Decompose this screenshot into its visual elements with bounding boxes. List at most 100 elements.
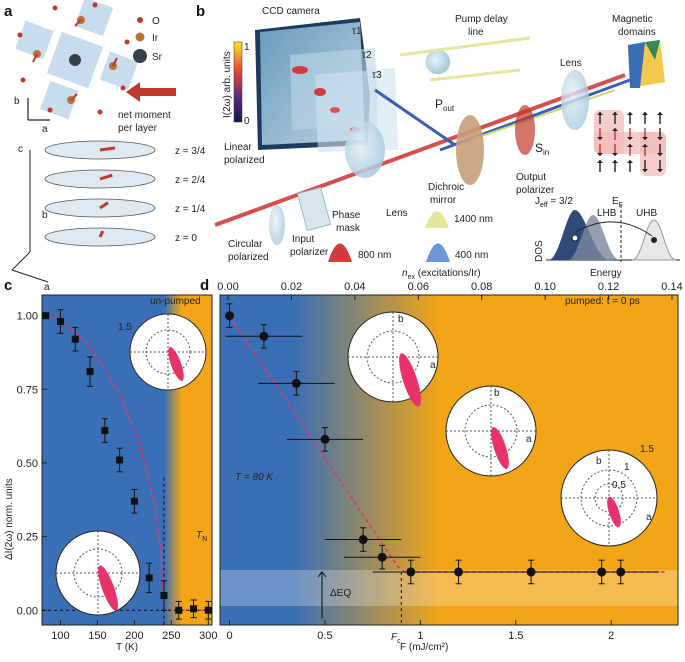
panel-d-deq-band: [220, 570, 678, 606]
data-point: [377, 552, 387, 562]
data-point: [42, 312, 50, 320]
panel-d-label: d: [200, 277, 209, 294]
y-tick-label: 0.75: [17, 384, 38, 396]
lhb-label: LHB: [597, 208, 617, 219]
dos-diagram: DOS Energy Jeff = 3/2 LHB EF UHB: [534, 196, 680, 279]
spin-arrow-head: [597, 153, 603, 156]
output-polarizer-line2: polarizer: [516, 185, 555, 196]
atom-legend: O Ir Sr: [133, 16, 163, 63]
spin-arrow-head: [642, 137, 648, 140]
panel-d-polar-1: b a: [347, 311, 439, 407]
x-tick-label: 300: [199, 630, 217, 642]
spin-arrow-head: [627, 160, 633, 163]
peak-800-icon: [328, 243, 352, 262]
polar-d1-a: a: [430, 360, 436, 371]
dichroic-line2: mirror: [430, 195, 457, 206]
data-point: [406, 567, 416, 577]
optical-beams: [214, 70, 631, 245]
colorbar-min: 0: [244, 116, 250, 127]
top-x-tick-label: 0.10: [534, 281, 555, 293]
deq-arrow-head: [317, 571, 327, 578]
p-out-label: Pout: [435, 97, 455, 113]
phase-mask-line1: Phase: [332, 210, 361, 221]
data-point: [160, 592, 168, 600]
panel-c-ylabel: ΔI(2ω) norm. units: [4, 478, 15, 560]
legend-ir-marker: [135, 32, 145, 42]
peak-1400-icon: [425, 211, 449, 228]
data-point: [86, 368, 94, 376]
legend-o-marker: [137, 17, 143, 23]
uhb-label: UHB: [636, 208, 657, 219]
panel-d-temp-label: T = 80 K: [235, 472, 274, 483]
linear-polarized-line2: polarized: [224, 155, 265, 166]
data-point: [190, 605, 198, 613]
spin-arrow-head: [657, 137, 663, 140]
net-moment-line2: per layer: [118, 123, 158, 134]
input-polarizer-line2: polarizer: [290, 247, 329, 258]
data-point: [175, 606, 183, 614]
layer-label-2: z = 2/4: [175, 175, 206, 186]
polar-d3-r05: 0.5: [612, 480, 626, 491]
spin-arrow-head: [597, 137, 603, 140]
panel-d-fc-label: Fc: [391, 632, 401, 645]
spin-grid: [594, 110, 666, 176]
x-tick-label: 200: [125, 630, 143, 642]
y-tick-label: 1.00: [17, 311, 38, 323]
layer-label-3: z = 3/4: [175, 146, 206, 157]
dichroic-line1: Dichroic: [428, 182, 464, 193]
colorbar-label: I(2ω) arb. units: [222, 51, 233, 118]
top-x-tick-label: 0.04: [344, 281, 365, 293]
panel-d-deq-label: ΔEQ: [330, 588, 351, 599]
top-x-tick-label: 0.00: [217, 281, 238, 293]
spin-arrow-head: [612, 153, 618, 156]
panel-c-xlabel: T (K): [116, 642, 138, 653]
layer-moment-arrow: [99, 173, 113, 181]
lens-bottom-label: Lens: [386, 208, 408, 219]
spin-arrow-head: [657, 169, 663, 172]
tau-3: τ3: [372, 70, 382, 81]
axis-b-top: b: [14, 96, 20, 107]
tau-2: τ2: [362, 50, 372, 61]
axis-c: c: [18, 144, 23, 155]
data-point: [116, 456, 124, 464]
polar-d2-b: b: [494, 388, 500, 399]
axis-b-bottom: b: [42, 210, 48, 221]
y-tick-label: 0.50: [17, 458, 38, 470]
ccd-camera: CCD camera τ1 τ2 τ3: [255, 6, 398, 152]
layer-label-1: z = 1/4: [175, 204, 206, 215]
top-x-tick-label: 0.14: [661, 281, 682, 293]
panel-c-polar-bottom: [55, 530, 141, 616]
circular-polarized-line2: polarized: [228, 252, 269, 263]
y-tick-label: 0.25: [17, 532, 38, 544]
polar-d3-a: a: [646, 512, 652, 523]
spin-arrow-head: [642, 144, 648, 147]
layer-moment-arrow: [99, 201, 109, 210]
wavelength-1400: 1400 nm: [454, 214, 493, 225]
polar-d2-a: a: [526, 434, 532, 445]
spin-arrow-head: [657, 112, 663, 115]
data-point: [130, 497, 138, 505]
data-point: [101, 427, 109, 435]
dos-label: DOS: [534, 240, 545, 262]
panel-c-tn-label: TN: [196, 530, 207, 543]
x-tick-label: 1: [417, 630, 423, 642]
axis-a-top: a: [42, 124, 48, 135]
circular-polarized-line1: Circular: [228, 239, 263, 250]
y-tick-label: 0.00: [17, 605, 38, 617]
x-tick-label: 2: [608, 630, 614, 642]
layer-moment-arrow: [98, 230, 105, 238]
legend-o-label: O: [152, 16, 160, 27]
pump-delay-line2: line: [468, 27, 484, 38]
magnetic-domains-line2: domains: [618, 27, 656, 38]
x-tick-label: 1.5: [508, 630, 523, 642]
colorbar-max: 1: [244, 42, 250, 53]
data-point: [358, 535, 368, 545]
wavelength-400: 400 nm: [455, 250, 488, 261]
data-point: [71, 335, 79, 343]
data-point: [526, 567, 536, 577]
layers-stack: c b a z = 3/4 z = 2/4 z = 1/4 z = 0: [11, 140, 206, 293]
layer-label-0: z = 0: [175, 233, 197, 244]
data-point: [291, 378, 301, 388]
